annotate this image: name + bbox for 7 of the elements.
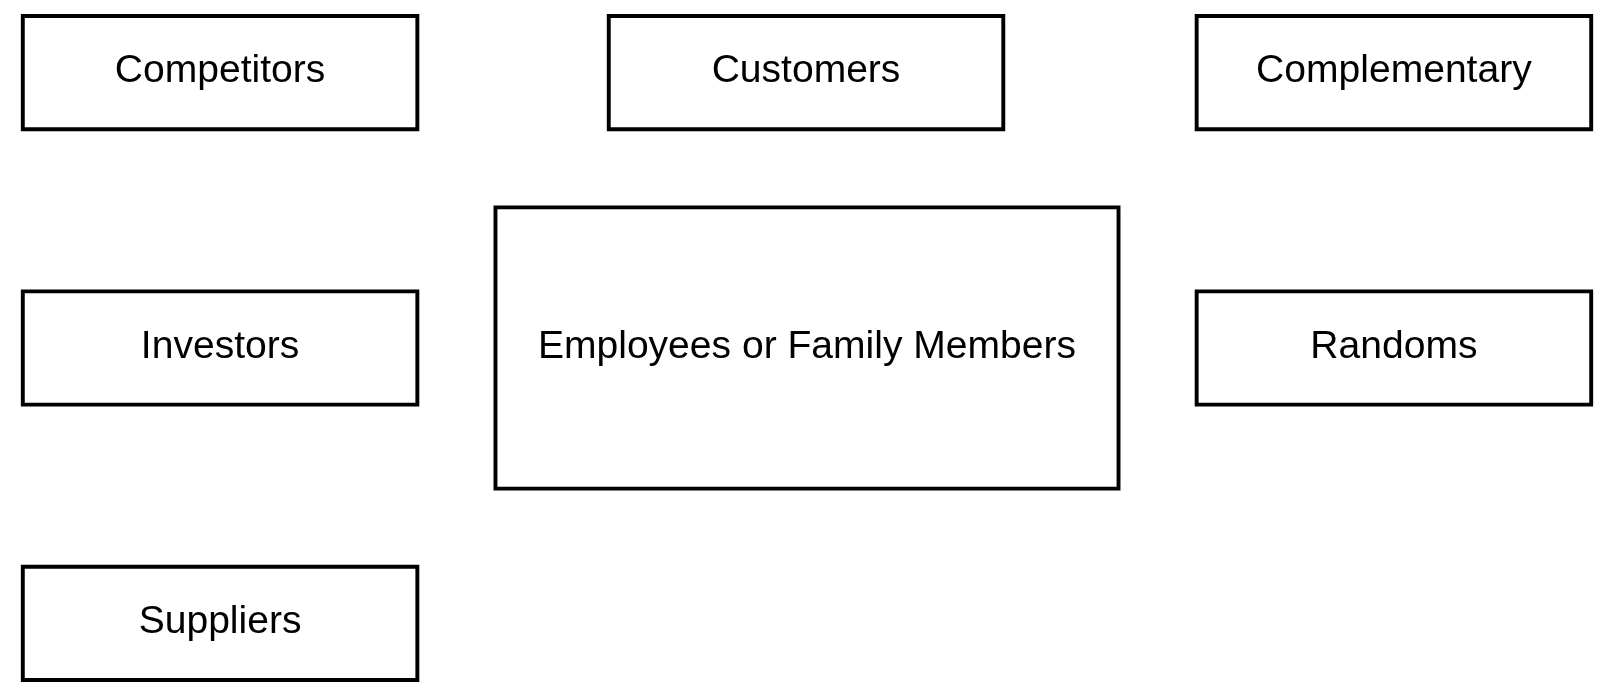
node-box: Suppliers [20,564,419,682]
node-box: Competitors [20,14,419,132]
node-box: Employees or Family Members [493,205,1120,491]
node-box: Investors [20,289,419,407]
node-box: Complementary [1194,14,1593,132]
node-box: Randoms [1194,289,1593,407]
node-box: Customers [606,14,1005,132]
